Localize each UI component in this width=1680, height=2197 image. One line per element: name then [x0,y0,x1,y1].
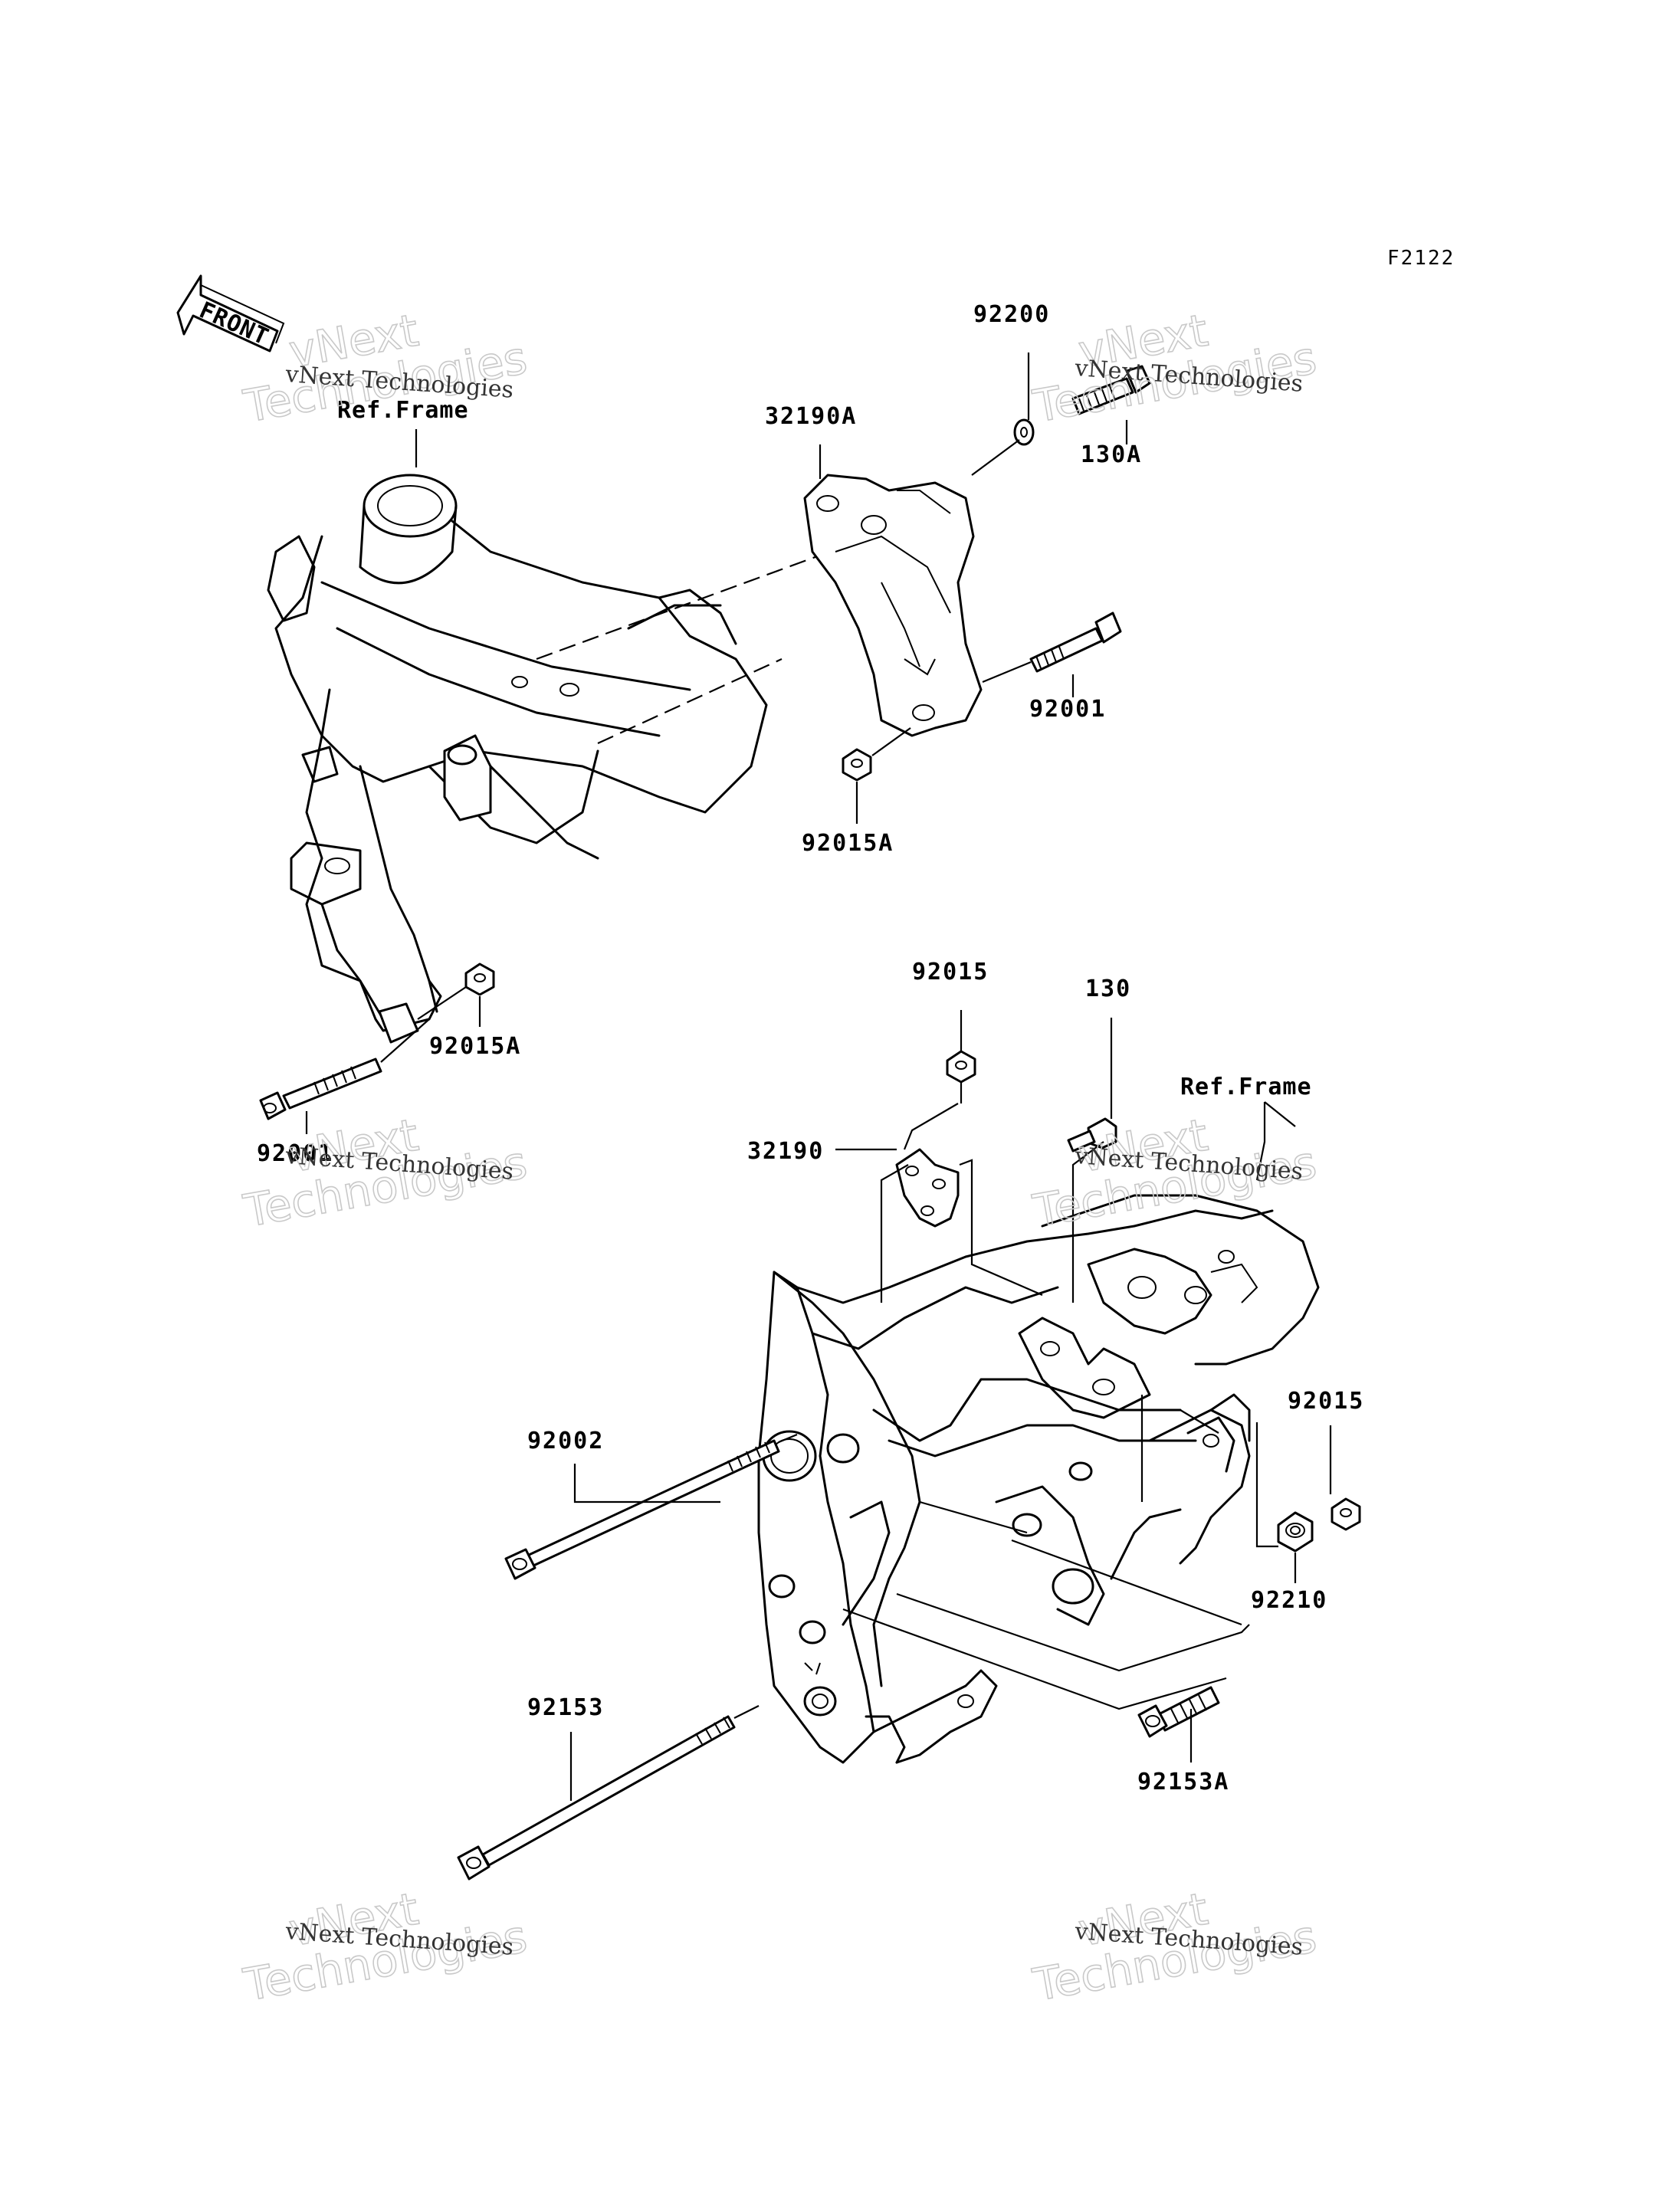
part-label-92015-top: 92015 [912,959,989,985]
bolt-130-icon [1067,1117,1117,1153]
front-arrow-icon: FRONT [176,274,285,353]
part-label-32190: 32190 [747,1138,824,1165]
bolt-92001-left-icon [259,1058,382,1120]
part-label-92015-right: 92015 [1288,1388,1364,1415]
part-label-92153: 92153 [527,1694,604,1721]
bolt-130A-icon [1071,365,1151,415]
part-label-92153A: 92153A [1137,1769,1229,1795]
bolt-92002-icon [504,1439,780,1580]
part-label-92001: 92001 [1029,696,1106,723]
bolt-92153A-icon [1137,1686,1220,1738]
part-label-92015A-left: 92015A [429,1033,521,1060]
ref-frame-label-top: Ref.Frame [337,397,469,424]
bracket-32190-drawing [895,1148,960,1228]
watermark-2: vNext Technologies [1029,303,1321,433]
label-leaders [305,353,1332,1801]
part-label-92001-left: 92001 [257,1140,333,1167]
bracket-32190A-drawing [803,474,983,737]
upper-frame-drawing [267,474,851,1044]
part-label-92210: 92210 [1251,1587,1327,1614]
part-label-32190A: 32190A [765,403,857,430]
diagram-code: F2122 [1387,247,1455,270]
bolt-92001-icon [1029,612,1122,673]
ref-frame-label-bottom: Ref.Frame [1180,1074,1312,1100]
nut-92015A-left-icon [464,962,495,996]
nut-92015-right-icon [1331,1497,1361,1531]
front-label: FRONT [195,297,273,351]
part-label-92002: 92002 [527,1428,604,1454]
washer-92200-icon [1013,418,1035,446]
part-label-130: 130 [1085,976,1131,1002]
nut-92015A-upper-icon [842,748,872,782]
part-label-92200: 92200 [973,301,1050,328]
nut-92015-top-icon [946,1050,976,1084]
lower-frame-drawing [757,1194,1320,1764]
part-label-130A: 130A [1081,441,1142,468]
nut-92210-icon [1277,1511,1314,1553]
part-label-92015A-top: 92015A [802,830,894,857]
bolt-92153-icon [457,1715,736,1881]
